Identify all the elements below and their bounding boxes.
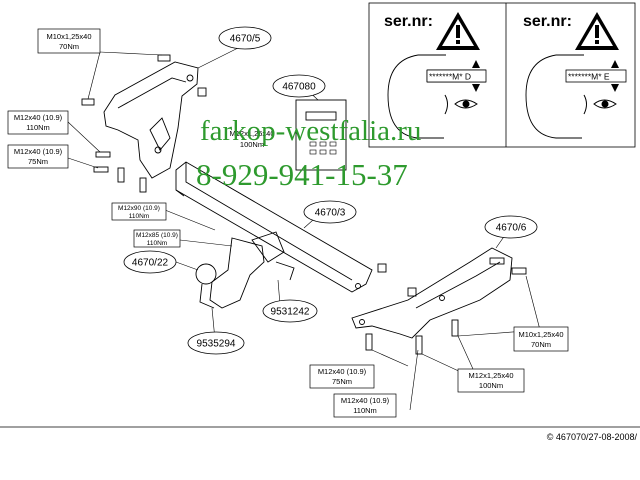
serial-label-1: ser.nr: bbox=[384, 13, 433, 30]
part-number-crossbar: 4670/3 bbox=[315, 208, 346, 219]
spec-boxes bbox=[7, 28, 569, 418]
watermark-site: farkop-westfalia.ru bbox=[200, 115, 421, 147]
serial-code-box-2 bbox=[565, 69, 627, 83]
part-number-module: 467080 bbox=[282, 82, 316, 93]
spec-left-2-torque: 75Nm bbox=[28, 157, 48, 166]
serial-label-2: ser.nr: bbox=[523, 13, 572, 30]
part-number-ball-mount: 9535294 bbox=[197, 339, 236, 350]
warning-triangle-icon bbox=[436, 12, 480, 50]
eye-icon bbox=[444, 94, 478, 115]
watermark-phone: 8-929-941-15-37 bbox=[196, 157, 408, 192]
part-number-socket: 9531242 bbox=[271, 307, 310, 318]
spec-bottom-3-bolt: M12x40 (10.9) bbox=[341, 396, 390, 405]
spec-top-left-bolt: M10x1,25x40 bbox=[46, 32, 91, 41]
spec-center-top-bolt: M12x1,25x40 bbox=[229, 129, 274, 138]
bolts-left bbox=[81, 54, 207, 193]
callouts bbox=[123, 26, 538, 355]
socket bbox=[251, 231, 285, 263]
ball-mount bbox=[209, 237, 265, 309]
serial-panel-1: ser.nr: *******M* D bbox=[384, 12, 487, 139]
spec-left-1-torque: 110Nm bbox=[26, 123, 50, 132]
spec-bottom-1-torque: 75Nm bbox=[332, 377, 352, 386]
copyright: © 467070/27-08-2008/ bbox=[547, 432, 638, 442]
spec-center-1-bolt: M12x90 (10.9) bbox=[118, 205, 160, 212]
spec-left-1-bolt: M12x40 (10.9) bbox=[14, 113, 63, 122]
spec-center-2-bolt: M12x85 (10.9) bbox=[136, 232, 178, 239]
spec-center-1-torque: 110Nm bbox=[129, 213, 149, 220]
spec-right-torque: 70Nm bbox=[531, 340, 551, 349]
mechanical-drawing bbox=[67, 44, 541, 411]
right-bracket bbox=[351, 247, 513, 339]
module-housing bbox=[295, 99, 347, 171]
spec-bottom-2-bolt: M12x1,25x40 bbox=[468, 371, 513, 380]
spec-right-bolt: M10x1,25x40 bbox=[518, 330, 563, 339]
coupling-outline bbox=[525, 54, 584, 139]
spec-center-top-torque: 100Nm bbox=[240, 140, 264, 149]
spec-bottom-3-torque: 110Nm bbox=[353, 406, 377, 415]
spec-bottom-2-torque: 100Nm bbox=[479, 381, 503, 390]
eye-icon bbox=[583, 94, 617, 115]
spec-bottom-1-bolt: M12x40 (10.9) bbox=[318, 367, 367, 376]
serial-code-2: *******M* E bbox=[568, 72, 610, 82]
spec-left-2-bolt: M12x40 (10.9) bbox=[14, 147, 63, 156]
spec-top-left-torque: 70Nm bbox=[59, 42, 79, 51]
part-number-bracket-left: 4670/5 bbox=[230, 34, 261, 45]
part-number-bracket-right: 4670/6 bbox=[496, 223, 527, 234]
tow-ball bbox=[195, 263, 217, 285]
arrow-markers bbox=[611, 60, 619, 92]
serial-panels bbox=[368, 2, 636, 148]
serial-code-box-1 bbox=[426, 69, 487, 83]
serial-code-1: *******M* D bbox=[429, 72, 471, 82]
left-bracket bbox=[103, 61, 199, 179]
part-number-ball: 4670/22 bbox=[132, 258, 169, 269]
serial-panel-2: ser.nr: *******M* E bbox=[523, 12, 627, 139]
warning-triangle-icon bbox=[575, 12, 619, 50]
arrow-markers bbox=[472, 60, 480, 92]
spec-center-2-torque: 110Nm bbox=[147, 240, 167, 247]
